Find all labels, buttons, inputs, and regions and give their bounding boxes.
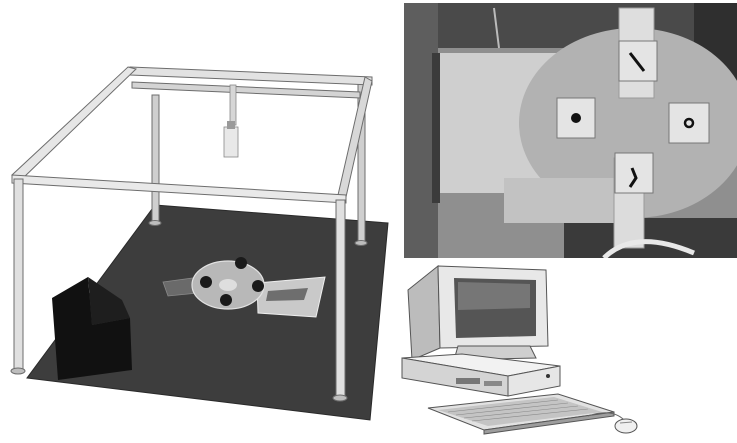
camera-photo [404, 3, 737, 258]
rotary-hub [219, 279, 237, 291]
desktop-computer [398, 258, 658, 443]
keyboard [428, 394, 614, 434]
gripper-pad-3 [220, 294, 232, 306]
camera-photo-svg [404, 3, 737, 258]
system-case [402, 354, 560, 396]
workcell-3d-svg [0, 55, 400, 425]
gripper-pad-1 [235, 257, 247, 269]
photo-pad-right [669, 103, 709, 143]
photo-bottom-dark [564, 218, 737, 258]
workcell-3d-render [0, 55, 400, 425]
gripper-pad-2 [200, 276, 212, 288]
overhead-camera [224, 85, 238, 157]
desktop-computer-svg [398, 258, 658, 443]
gripper-pad-4 [252, 280, 264, 292]
monitor [408, 266, 548, 360]
